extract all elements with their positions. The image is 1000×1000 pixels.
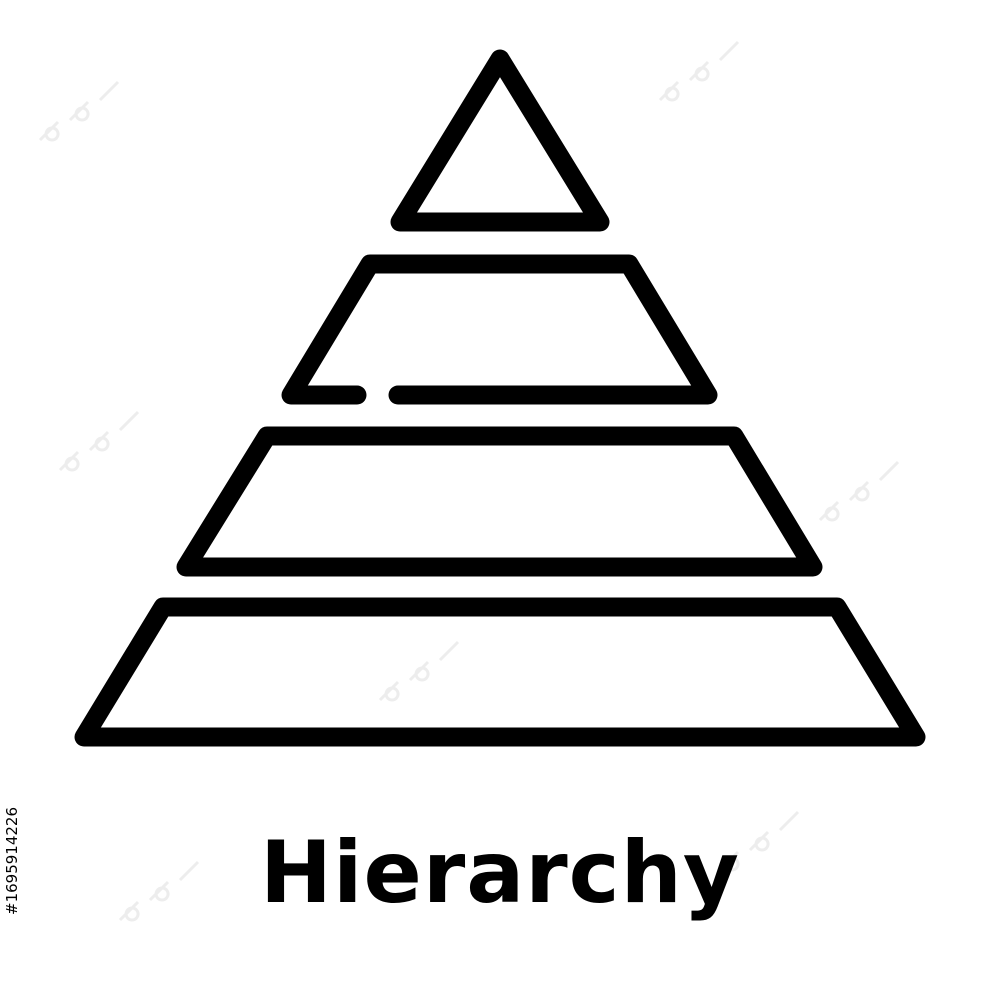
pyramid-tier-2 [281, 254, 718, 405]
caption-hierarchy: Hierarchy [260, 823, 740, 923]
stock-watermark-pattern [38, 40, 900, 922]
stock-id-label: #1695914226 [3, 807, 21, 916]
pyramid-tier-4-base [74, 597, 926, 747]
pyramid-tier-3 [176, 426, 823, 577]
pyramid-tier-1-top [390, 49, 610, 232]
